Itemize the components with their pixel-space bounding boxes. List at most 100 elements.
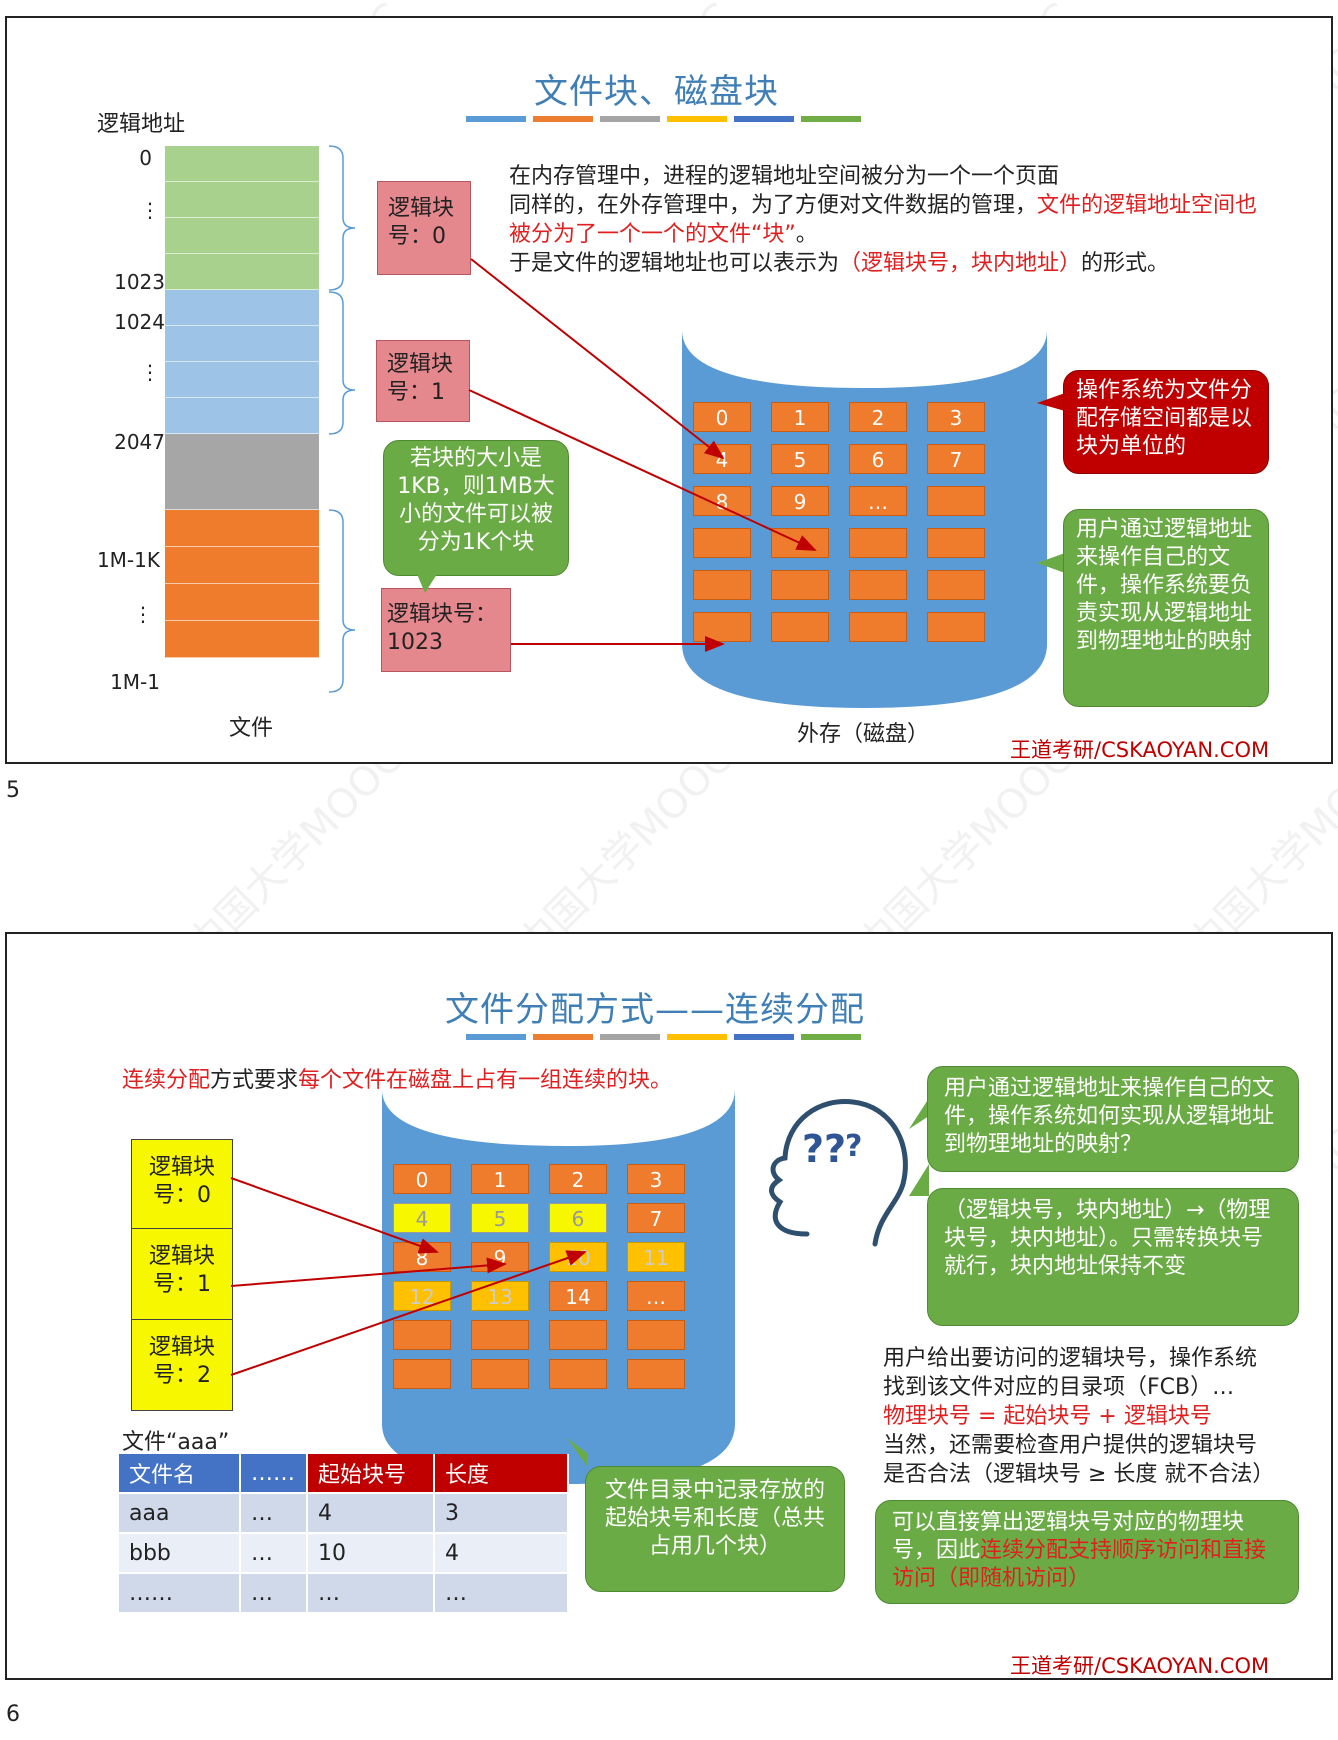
disk-block: [849, 612, 907, 642]
address-row: [165, 510, 319, 547]
para-text: 同样的，在外存管理中，为了方便对文件数据的管理，: [509, 193, 1038, 218]
address-formula: 物理块号 = 起始块号 + 逻辑块号: [883, 1404, 1212, 1429]
disk-block: 7: [927, 444, 985, 474]
disk-block: 0: [393, 1164, 451, 1194]
address-1023: 1023: [114, 270, 165, 294]
file-aaa-label: 文件“aaa”: [122, 1430, 230, 1455]
address-row: [165, 547, 319, 584]
table-row: aaa … 4 3: [119, 1493, 569, 1534]
mapping-callout: 用户通过逻辑地址来操作自己的文件，操作系统要负责实现从逻辑地址到物理地址的映射: [1063, 509, 1269, 707]
address-0: 0: [139, 146, 152, 170]
brace: [328, 509, 356, 693]
slide-title: 文件分配方式——连续分配: [445, 990, 865, 1030]
header-length: 长度: [434, 1454, 569, 1494]
address-row: [165, 254, 319, 290]
title-bar-segment: [734, 1034, 794, 1040]
disk-block: …: [627, 1281, 685, 1311]
disk-block: 5: [771, 444, 829, 474]
address-row: [165, 584, 319, 621]
cell-filename: ……: [119, 1573, 241, 1614]
logical-block-1023-label: 逻辑块号：1023: [381, 588, 511, 672]
disk-block: 2: [849, 402, 907, 432]
cell-ellipsis: …: [240, 1573, 308, 1614]
file-directory-table: 文件名 …… 起始块号 长度 aaa … 4 3 bbb … 10 4 …… ……: [119, 1454, 569, 1614]
logical-block-1-label: 逻辑块号：1: [376, 340, 470, 422]
para-line-2: 同样的，在外存管理中，为了方便对文件数据的管理，文件的逻辑地址空间也被分为了一个…: [509, 191, 1279, 249]
explanation-line: 找到该文件对应的目录项（FCB）…: [883, 1375, 1235, 1400]
explanation-line: 是否合法（逻辑块号 ≥ 长度 就不合法）: [883, 1462, 1275, 1487]
disk-block: [927, 612, 985, 642]
brace-group: [328, 145, 356, 693]
disk-block: [693, 528, 751, 558]
brand-label: 王道考研/CSKAOYAN.COM: [1010, 1654, 1270, 1678]
disk-block: 13: [471, 1281, 529, 1311]
svg-text:?: ?: [845, 1129, 862, 1164]
slide-title: 文件块、磁盘块: [534, 72, 779, 112]
title-bar-segment: [734, 116, 794, 122]
logical-block-0-label: 逻辑块号：0: [377, 181, 471, 275]
logical-block-1: 逻辑块号：1: [131, 1228, 233, 1320]
cell-length: …: [434, 1573, 569, 1614]
para-highlight: （逻辑块号，块内地址）: [839, 251, 1082, 276]
intro-highlight: 每个文件在磁盘上占有一组连续的块。: [298, 1068, 673, 1093]
callout-text: 可以直接算出逻辑块号对应的物理块号，因此: [892, 1510, 1245, 1563]
cell-filename: bbb: [119, 1533, 241, 1574]
os-allocation-callout: 操作系统为文件分配存储空间都是以块为单位的: [1063, 370, 1269, 474]
mapping-answer-callout: （逻辑块号，块内地址）→（物理块号，块内地址）。只需转换块号就行，块内地址保持不…: [927, 1188, 1299, 1326]
address-row: [165, 434, 319, 510]
para-line-1: 在内存管理中，进程的逻辑地址空间被分为一个一个页面: [509, 164, 1060, 189]
disk-block: 4: [393, 1203, 451, 1233]
cell-filename: aaa: [119, 1493, 241, 1534]
disk-block: [393, 1359, 451, 1389]
disk-block: [771, 570, 829, 600]
table-row: bbb … 10 4: [119, 1533, 569, 1574]
disk-block: 5: [471, 1203, 529, 1233]
cell-start: …: [307, 1573, 435, 1614]
block-size-callout: 若块的大小是1KB，则1MB大小的文件可以被分为1K个块: [383, 440, 569, 576]
intro-highlight: 连续分配: [122, 1068, 211, 1093]
cell-ellipsis: …: [240, 1533, 308, 1574]
direct-access-callout: 可以直接算出逻辑块号对应的物理块号，因此连续分配支持顺序访问和直接访问（即随机访…: [875, 1500, 1299, 1604]
table-row: …… … … …: [119, 1573, 569, 1614]
callout-tails: [567, 1098, 929, 1466]
disk-block: 1: [771, 402, 829, 432]
header-start-block: 起始块号: [307, 1454, 435, 1494]
disk-block: 9: [771, 486, 829, 516]
disk-block: 3: [927, 402, 985, 432]
disk-block: …: [849, 486, 907, 516]
title-bar-segment: [466, 1034, 526, 1040]
header-ellipsis: ……: [240, 1454, 308, 1494]
disk-block: 2: [549, 1164, 607, 1194]
disk-block: [471, 1359, 529, 1389]
disk-block: [849, 528, 907, 558]
address-row: [165, 362, 319, 398]
title-bar-segment: [600, 1034, 660, 1040]
directory-callout: 文件目录中记录存放的起始块号和长度（总共占用几个块）: [585, 1466, 845, 1592]
address-row: [165, 326, 319, 362]
address-1m-1: 1M-1: [110, 670, 160, 694]
disk-block: [849, 570, 907, 600]
callout-highlight: 连续分配支持顺序访问和直接访问（即随机访问）: [892, 1538, 1267, 1591]
svg-text:??: ??: [802, 1127, 846, 1171]
address-row: [165, 621, 319, 658]
title-bar-segment: [667, 1034, 727, 1040]
mapping-question-callout: 用户通过逻辑地址来操作自己的文件，操作系统如何实现从逻辑地址到物理地址的映射？: [927, 1066, 1299, 1172]
address-row: [165, 218, 319, 254]
title-bar-segment: [600, 116, 660, 122]
disk-block: [927, 486, 985, 516]
disk-block: 11: [627, 1242, 685, 1272]
file-label: 文件: [229, 716, 274, 741]
title-bar-segment: [667, 116, 727, 122]
thinking-head-icon: ?? ?: [769, 1099, 908, 1247]
slide-file-blocks: 文件块、磁盘块 逻辑地址 0 ⋮ 1023 1024 ⋮ 2047 1M-1K …: [5, 16, 1333, 764]
explanation-text: 用户给出要访问的逻辑块号，操作系统 找到该文件对应的目录项（FCB）… 物理块号…: [883, 1344, 1323, 1489]
page-number-5: 5: [6, 778, 20, 803]
disk-block: 14: [549, 1281, 607, 1311]
disk-block: [627, 1320, 685, 1350]
address-row: [165, 398, 319, 434]
address-header: 逻辑地址: [97, 112, 186, 137]
disk-block: 3: [627, 1164, 685, 1194]
disk-block: [693, 570, 751, 600]
para-highlight: 文件的逻辑地址空间也被分为了一个一个的文件“块”: [509, 193, 1258, 247]
disk-block: [927, 570, 985, 600]
